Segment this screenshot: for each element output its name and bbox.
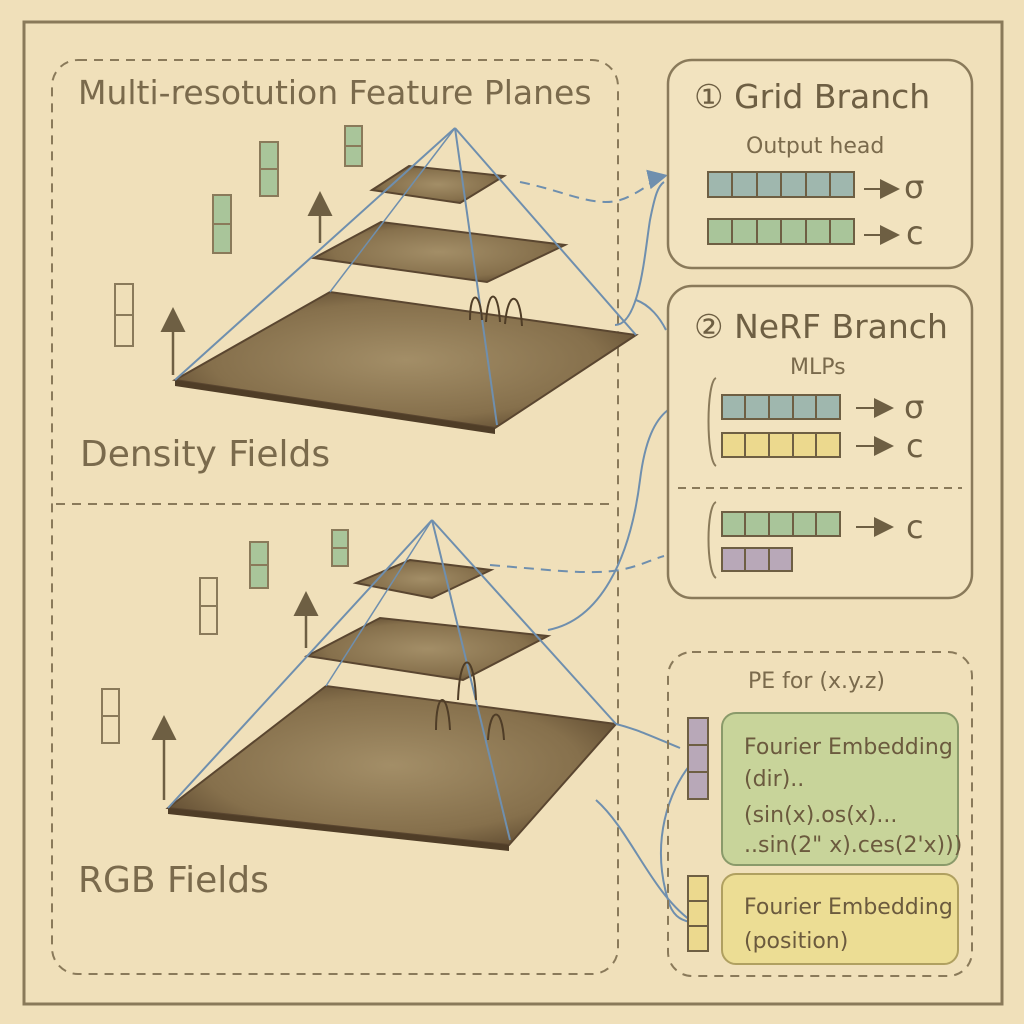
- nerf-dir-vector: [721, 547, 793, 572]
- grid-branch-box: ① Grid Branch Output head σ c: [666, 58, 974, 270]
- rgb-plane-small: [352, 558, 495, 600]
- dir-embedding-line1: Fourier Embedding: [744, 735, 953, 760]
- density-feature-column-3: [259, 141, 279, 197]
- pe-title: PE for (x.y.z): [748, 669, 885, 694]
- density-edge-back: [329, 127, 456, 293]
- connectors: [489, 169, 691, 923]
- density-fields-label: Density Fields: [80, 434, 330, 475]
- grid-sigma-label: σ: [904, 168, 924, 206]
- dir-embedding-line3: (sin(x).os(x)...: [744, 803, 897, 828]
- rgb-feature-column-4: [331, 529, 349, 567]
- dir-embedding-box: Fourier Embedding (dir).. (sin(x).os(x).…: [721, 712, 962, 866]
- left-panel: [51, 59, 619, 975]
- rgb-plane-large-edge: [168, 808, 509, 851]
- rgb-edge-right: [431, 519, 617, 725]
- density-edge-left: [174, 127, 456, 381]
- rgb-dashed-connector: [489, 555, 665, 574]
- nerf-sigma-vector: [721, 394, 841, 420]
- rgb-to-nerf-connector: [547, 409, 669, 631]
- grid-branch-connector: [519, 169, 668, 203]
- nerf-color-label: c: [906, 427, 924, 465]
- pe-box: PE for (x.y.z) Fourier Embedding (dir)..…: [667, 651, 973, 977]
- rgb-fields-label: RGB Fields: [78, 860, 269, 901]
- nerf-mlp-bracket: [707, 377, 717, 467]
- dir-embedding-line2: (dir)..: [744, 767, 804, 792]
- grid-branch-title: ① Grid Branch: [694, 77, 930, 116]
- pe-dir-column: [687, 717, 709, 800]
- grid-color-vector: [707, 218, 855, 245]
- pe-position-column: [687, 875, 709, 952]
- grid-sigma-vector: [707, 171, 855, 198]
- density-edge-right: [454, 127, 637, 336]
- density-plane-medium: [310, 220, 569, 284]
- dir-embedding-line4: ..sin(2" x).ces(2'x))): [744, 833, 962, 858]
- rgb-edge-left: [167, 519, 433, 809]
- nerf-extra-label: c: [906, 508, 924, 546]
- position-embedding-box: Fourier Embedding (position): [721, 873, 959, 965]
- outer-frame: [22, 20, 1004, 1006]
- nerf-sigma-label: σ: [904, 388, 924, 426]
- nerf-branch-box: ② NeRF Branch MLPs σ c: [666, 284, 974, 600]
- density-pyramid: [114, 125, 639, 434]
- nerf-branch-title: ② NeRF Branch: [694, 307, 948, 346]
- rgb-to-pe-connector: [615, 723, 681, 749]
- rgb-edge-back: [325, 519, 433, 687]
- position-embedding-line1: Fourier Embedding: [744, 895, 953, 920]
- grid-color-label: c: [906, 214, 924, 252]
- feature-planes-title: Multi-resotution Feature Planes: [78, 73, 592, 112]
- rgb-pyramid: [101, 519, 618, 851]
- density-edge-front: [454, 127, 498, 426]
- rgb-plane-medium: [303, 616, 552, 682]
- rgb-to-position-connector: [595, 799, 691, 921]
- density-feature-column-2: [212, 194, 232, 254]
- density-feature-column-1: [114, 283, 134, 347]
- nerf-extra-bracket: [707, 501, 717, 579]
- position-embedding-line2: (position): [744, 929, 848, 954]
- density-plane-large-edge: [175, 380, 495, 434]
- grid-branch-subtitle: Output head: [746, 134, 884, 159]
- rgb-edge-front: [431, 519, 511, 841]
- density-feature-column-4: [344, 125, 363, 167]
- rgb-sample-loops: [435, 661, 505, 741]
- density-to-grid-connector: [614, 181, 665, 326]
- rgb-feature-column-1: [101, 688, 120, 744]
- density-plane-large: [171, 290, 639, 430]
- nerf-color-vector: [721, 432, 841, 458]
- rgb-feature-column-3: [249, 541, 269, 589]
- rgb-feature-column-2: [199, 577, 218, 635]
- density-sample-loops: [469, 295, 523, 327]
- nerf-extra-vector: [721, 511, 841, 537]
- density-to-nerf-connector: [635, 299, 667, 331]
- pe-internal-connector: [660, 764, 691, 923]
- nerf-branch-subtitle: MLPs: [790, 355, 846, 380]
